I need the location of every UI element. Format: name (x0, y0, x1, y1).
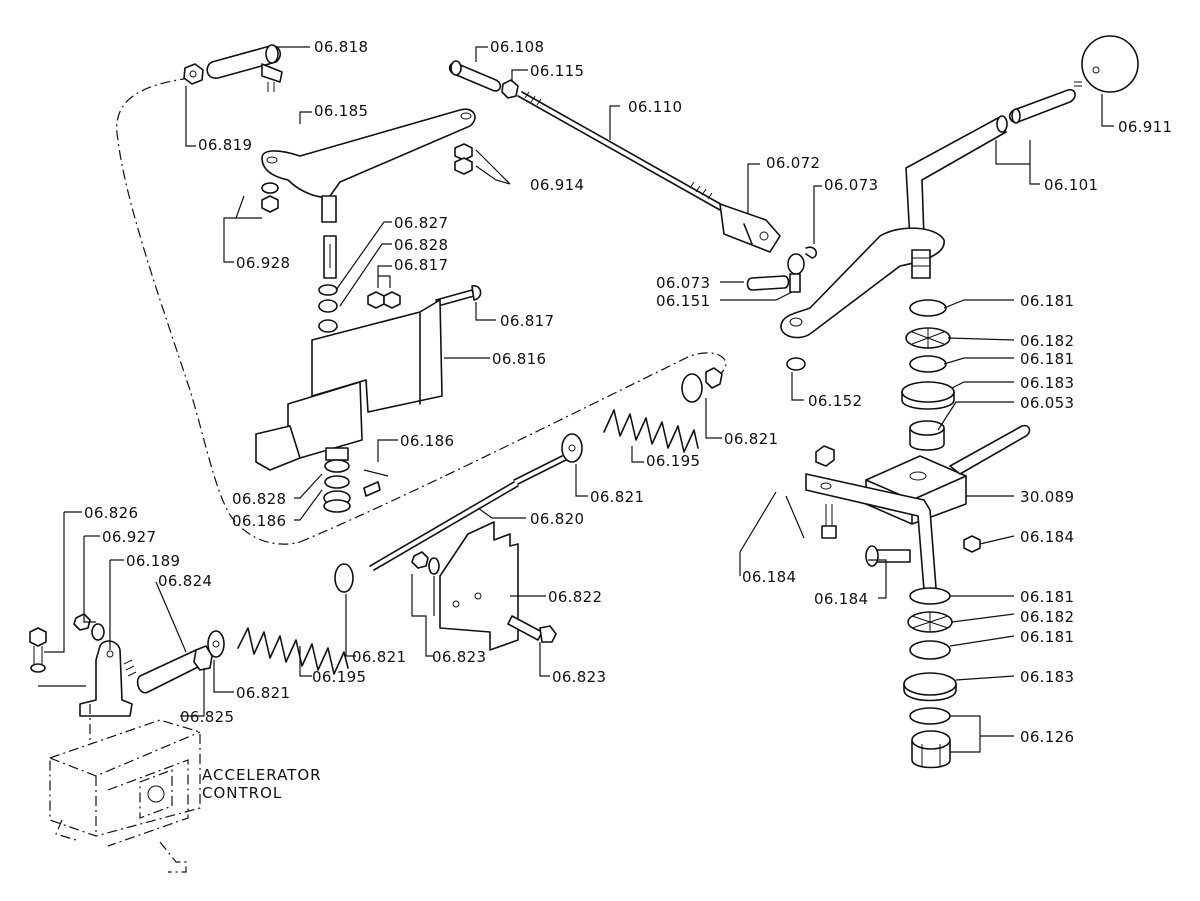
label-06-184-left: 06.184 (742, 568, 796, 586)
label-06-914: 06.914 (530, 176, 584, 194)
label-06-184-bolt: 06.184 (814, 590, 868, 608)
label-06-181-upper-b: 06.181 (1020, 350, 1074, 368)
label-06-195-bottom: 06.195 (312, 668, 366, 686)
part-labels: 06.818 06.819 06.185 06.928 06.108 06.11… (84, 38, 1172, 802)
label-06-126: 06.126 (1020, 728, 1074, 746)
label-06-828-bottom: 06.828 (232, 490, 286, 508)
label-06-821-bottom: 06.821 (236, 684, 290, 702)
label-06-816: 06.816 (492, 350, 546, 368)
label-06-182-upper: 06.182 (1020, 332, 1074, 350)
label-06-183-upper: 06.183 (1020, 374, 1074, 392)
accelerator-control-assembly (29, 613, 201, 873)
label-06-183-lower: 06.183 (1020, 668, 1074, 686)
label-06-115: 06.115 (530, 62, 584, 80)
label-06-185: 06.185 (314, 102, 368, 120)
label-06-821-mid: 06.821 (590, 488, 644, 506)
label-30-089: 30.089 (1020, 488, 1074, 506)
label-06-911: 06.911 (1118, 118, 1172, 136)
label-06-928: 06.928 (236, 254, 290, 272)
label-06-826: 06.826 (84, 504, 138, 522)
label-06-053: 06.053 (1020, 394, 1074, 412)
gear-lever-assembly (780, 35, 1139, 769)
label-06-072: 06.072 (766, 154, 820, 172)
label-06-186-pin: 06.186 (400, 432, 454, 450)
label-06-828-top: 06.828 (394, 236, 448, 254)
label-06-827: 06.827 (394, 214, 448, 232)
label-06-195-top: 06.195 (646, 452, 700, 470)
label-06-181-upper-a: 06.181 (1020, 292, 1074, 310)
label-06-151: 06.151 (656, 292, 710, 310)
upper-left-linkage (116, 44, 482, 545)
caption-accelerator: ACCELERATOR (202, 766, 322, 784)
label-06-825: 06.825 (180, 708, 234, 726)
label-06-186-bottom: 06.186 (232, 512, 286, 530)
label-06-073-clip: 06.073 (824, 176, 878, 194)
label-06-152: 06.152 (808, 392, 862, 410)
label-06-824: 06.824 (158, 572, 212, 590)
label-06-184-right: 06.184 (1020, 528, 1074, 546)
label-06-182-lower: 06.182 (1020, 608, 1074, 626)
label-06-073-pin: 06.073 (656, 274, 710, 292)
leader-lines (38, 46, 1114, 753)
label-06-927: 06.927 (102, 528, 156, 546)
label-06-823-bolt: 06.823 (552, 668, 606, 686)
label-06-817-bolt: 06.817 (500, 312, 554, 330)
label-06-821-lower: 06.821 (352, 648, 406, 666)
caption-control: CONTROL (202, 784, 282, 802)
label-06-821-top: 06.821 (724, 430, 778, 448)
label-06-110: 06.110 (628, 98, 682, 116)
label-06-181-lower-a: 06.181 (1020, 588, 1074, 606)
spring-rod-assembly (123, 352, 727, 694)
label-06-108: 06.108 (490, 38, 544, 56)
label-06-101: 06.101 (1044, 176, 1098, 194)
label-06-820: 06.820 (530, 510, 584, 528)
label-06-817-nut: 06.817 (394, 256, 448, 274)
label-06-818: 06.818 (314, 38, 368, 56)
label-06-819: 06.819 (198, 136, 252, 154)
label-06-189: 06.189 (126, 552, 180, 570)
label-06-181-lower-b: 06.181 (1020, 628, 1074, 646)
label-06-822: 06.822 (548, 588, 602, 606)
push-rod-assembly (448, 60, 818, 293)
label-06-823-washer: 06.823 (432, 648, 486, 666)
